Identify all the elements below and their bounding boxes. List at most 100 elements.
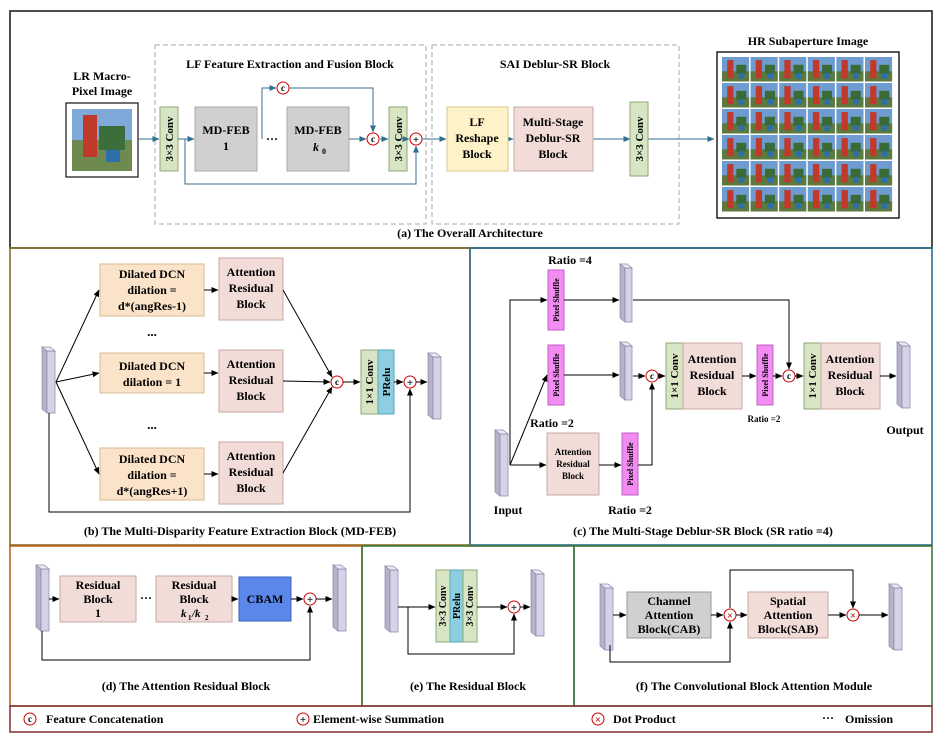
svg-text:Residual: Residual: [229, 373, 274, 387]
panel-c-frame: [469, 247, 933, 546]
svg-text:MD-FEB: MD-FEB: [294, 123, 341, 137]
hr-subaperture-view: [779, 83, 807, 108]
hr-subaperture-view: [807, 187, 835, 212]
dot-f2: ×: [846, 608, 860, 622]
hr-subaperture-view: [807, 109, 835, 134]
svg-text:c: c: [28, 714, 32, 724]
deblur-output-feature: [896, 341, 911, 409]
svg-text:Block: Block: [462, 147, 492, 161]
concat-b: c: [330, 375, 344, 389]
svg-text:Reshape: Reshape: [455, 131, 499, 145]
panel-f-arrows: [609, 569, 889, 663]
lr-title-line2: Pixel Image: [72, 84, 133, 98]
hr-subaperture-view: [836, 83, 864, 108]
hr-subaperture-view: [807, 57, 835, 82]
pixel-shuffle-c2: Pixel Shuffle: [547, 344, 565, 406]
caption-e: (e) The Residual Block: [410, 679, 526, 693]
svg-text:Block: Block: [236, 481, 266, 495]
hr-subaperture-view: [779, 109, 807, 134]
pixel-shuffle-c3: Pixel Shuffle: [621, 432, 639, 496]
svg-text:Attention: Attention: [227, 357, 276, 371]
ratio-2-label-c: Ratio =2: [748, 414, 781, 424]
hr-subaperture-view: [865, 187, 893, 212]
hr-subaperture-view: [865, 135, 893, 160]
hr-subaperture-view: [836, 109, 864, 134]
svg-text:3×3 Conv: 3×3 Conv: [465, 586, 476, 627]
caption-a: (a) The Overall Architecture: [397, 226, 543, 240]
svg-text:Attention: Attention: [688, 352, 737, 366]
svg-text:1×1 Conv: 1×1 Conv: [364, 359, 376, 405]
svg-text:c: c: [371, 134, 375, 144]
hr-subaperture-view: [836, 187, 864, 212]
svg-text:2: 2: [205, 614, 209, 622]
hr-subaperture-view: [779, 135, 807, 160]
svg-text:Feature Concatenation: Feature Concatenation: [46, 712, 164, 726]
hr-subaperture-image: [716, 51, 900, 219]
ratio4-feature: [619, 263, 633, 323]
legend-concat: c Feature Concatenation: [23, 712, 164, 726]
hr-subaperture-view: [807, 135, 835, 160]
caption-f: (f) The Convolutional Block Attention Mo…: [636, 679, 873, 693]
svg-text:Block: Block: [538, 147, 568, 161]
svg-text:d*(angRes+1): d*(angRes+1): [117, 484, 188, 498]
svg-text:Pixel Shuffle: Pixel Shuffle: [552, 353, 561, 397]
md-feb-input-feature: [41, 346, 56, 414]
concat-a1: c: [276, 81, 290, 95]
conv3-a2: 3×3 Conv: [388, 106, 408, 172]
legend-frame: [9, 705, 933, 733]
conv1-c1: 1×1 Conv: [665, 342, 684, 410]
concat-c1: c: [645, 369, 659, 383]
svg-text:Block: Block: [697, 384, 727, 398]
hr-subaperture-view: [865, 109, 893, 134]
svg-text:Block: Block: [562, 471, 584, 481]
svg-text:CBAM: CBAM: [247, 592, 284, 606]
ratio-4-label: Ratio =4: [548, 253, 592, 267]
svg-text:Multi-Stage: Multi-Stage: [523, 115, 584, 129]
svg-text:Residual: Residual: [556, 459, 590, 469]
hr-subaperture-view: [779, 187, 807, 212]
svg-text:Residual: Residual: [828, 368, 873, 382]
lr-title-line1: LR Macro-: [73, 69, 130, 83]
hr-subaperture-view: [807, 83, 835, 108]
conv1-b: 1×1 Conv: [360, 349, 379, 415]
svg-text:Attention: Attention: [826, 352, 875, 366]
hr-subaperture-view: [722, 135, 750, 160]
omission-b2: ...: [147, 417, 157, 432]
svg-text:1×1 Conv: 1×1 Conv: [807, 353, 819, 399]
hr-subaperture-view: [807, 161, 835, 186]
conv3-a3: 3×3 Conv: [629, 101, 649, 177]
ratio-2-label-a: Ratio =2: [530, 416, 574, 430]
feature-fusion-group: [154, 44, 427, 225]
sum-a: +: [409, 132, 423, 146]
channel-attention-block: Channel Attention Block(CAB): [626, 591, 712, 639]
svg-text:MD-FEB: MD-FEB: [202, 123, 249, 137]
svg-text:Pixel Shuffle: Pixel Shuffle: [552, 278, 561, 322]
svg-text:Residual: Residual: [690, 368, 735, 382]
hr-subaperture-view: [750, 83, 778, 108]
conv1-c2: 1×1 Conv: [803, 342, 822, 410]
rb-input-feature: [384, 565, 399, 633]
caption-d: (d) The Attention Residual Block: [102, 679, 271, 693]
sum-e: +: [507, 600, 521, 614]
svg-text:k: k: [181, 608, 187, 620]
omission-d: ···: [140, 591, 152, 605]
arb-c-mid: Attention Residual Block: [682, 342, 743, 410]
svg-text:3×3 Conv: 3×3 Conv: [634, 116, 646, 162]
caption-b: (b) The Multi-Disparity Feature Extracti…: [84, 524, 396, 538]
ratio2-feature: [619, 341, 633, 401]
svg-text:×: ×: [727, 611, 733, 622]
hr-subaperture-view: [722, 161, 750, 186]
svg-text:+: +: [511, 602, 517, 614]
arb-input-feature: [35, 564, 50, 632]
svg-text:Attention: Attention: [227, 449, 276, 463]
conv3-e1: 3×3 Conv: [435, 569, 451, 643]
md-feb-k0: MD-FEB k 0: [286, 106, 350, 172]
svg-text:Pixel Shuffle: Pixel Shuffle: [626, 442, 635, 486]
arb-c-end: Attention Residual Block: [820, 342, 881, 410]
hr-subaperture-view: [836, 161, 864, 186]
svg-text:Deblur-SR: Deblur-SR: [526, 131, 581, 145]
svg-text:Dilated DCN: Dilated DCN: [119, 359, 186, 373]
arb-c-small: Attention Residual Block: [546, 432, 600, 496]
